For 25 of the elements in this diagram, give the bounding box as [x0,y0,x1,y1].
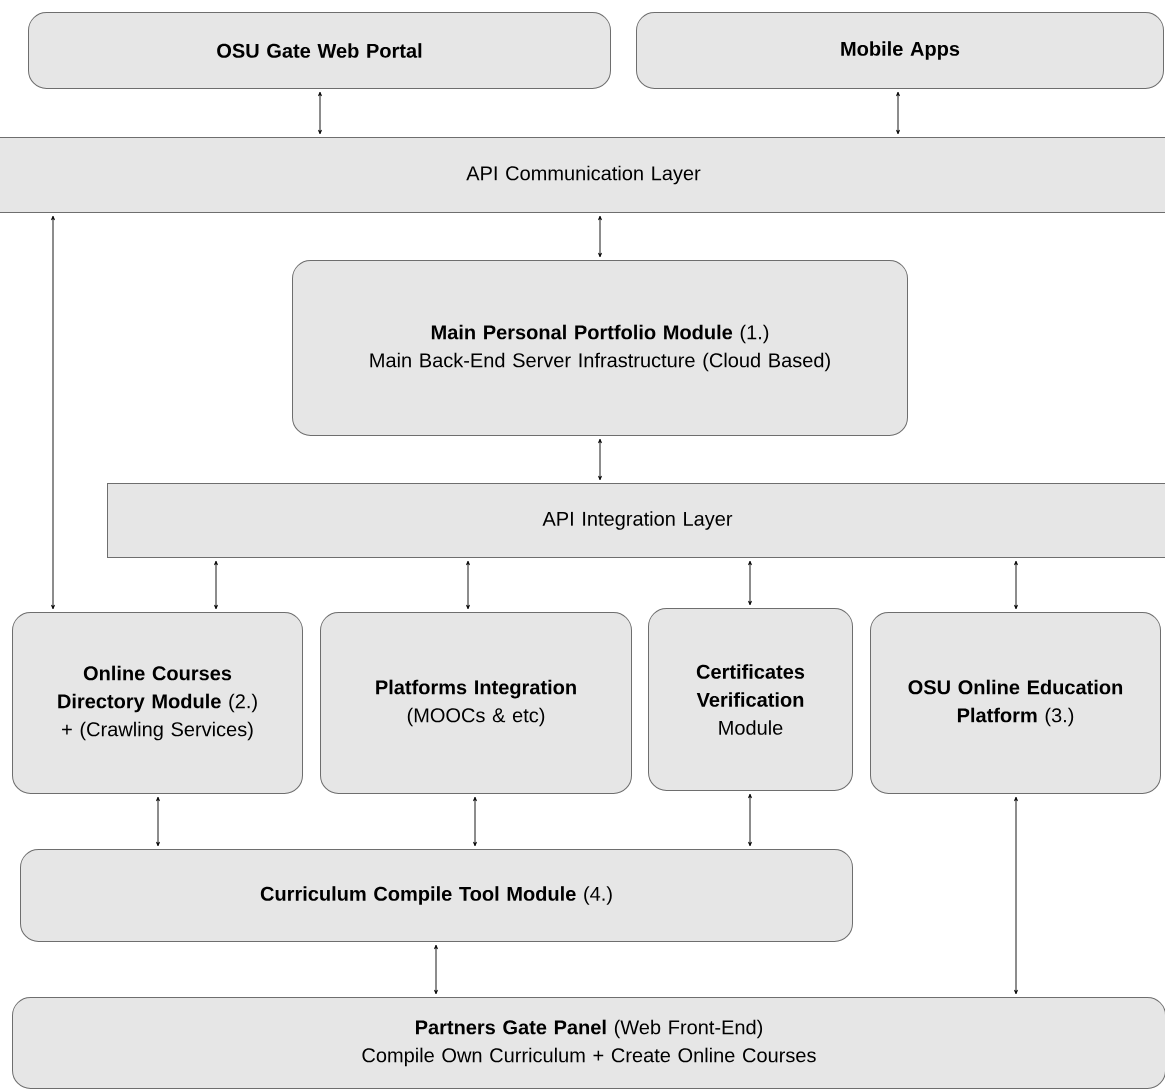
module-box: Main Personal Portfolio Module (1.) Main Back-End Server Infrastructure (Cloud Based) [292,260,908,436]
arrow [1014,560,1018,610]
module-box: Curriculum Compile Tool Module (4.) [20,849,853,942]
arrow [51,215,55,610]
module-box: Mobile Apps [636,12,1164,89]
module-box: OSU Online Education Platform (3.) [870,612,1161,794]
arrow [598,438,602,481]
module-box: Partners Gate Panel (Web Front-End) Compile Own Curriculum + Create Online Courses [12,997,1165,1089]
layer-band: API Integration Layer [107,483,1165,558]
arrow [748,560,752,606]
layer-band: API Communication Layer [0,137,1165,213]
module-box: Platforms Integration (MOOCs & etc) [320,612,632,794]
arrow [156,796,160,847]
arrow [896,91,900,135]
arrow [1014,796,1018,995]
arrow [473,796,477,847]
module-box: Online Courses Directory Module (2.) + (Crawling Services) [12,612,303,794]
module-box: OSU Gate Web Portal [28,12,611,89]
arrow [466,560,470,610]
arrow [748,793,752,847]
arrow [598,215,602,258]
arrow [434,944,438,995]
module-box: Certificates Verification Module [648,608,853,791]
arrow [214,560,218,610]
arrow [318,91,322,135]
